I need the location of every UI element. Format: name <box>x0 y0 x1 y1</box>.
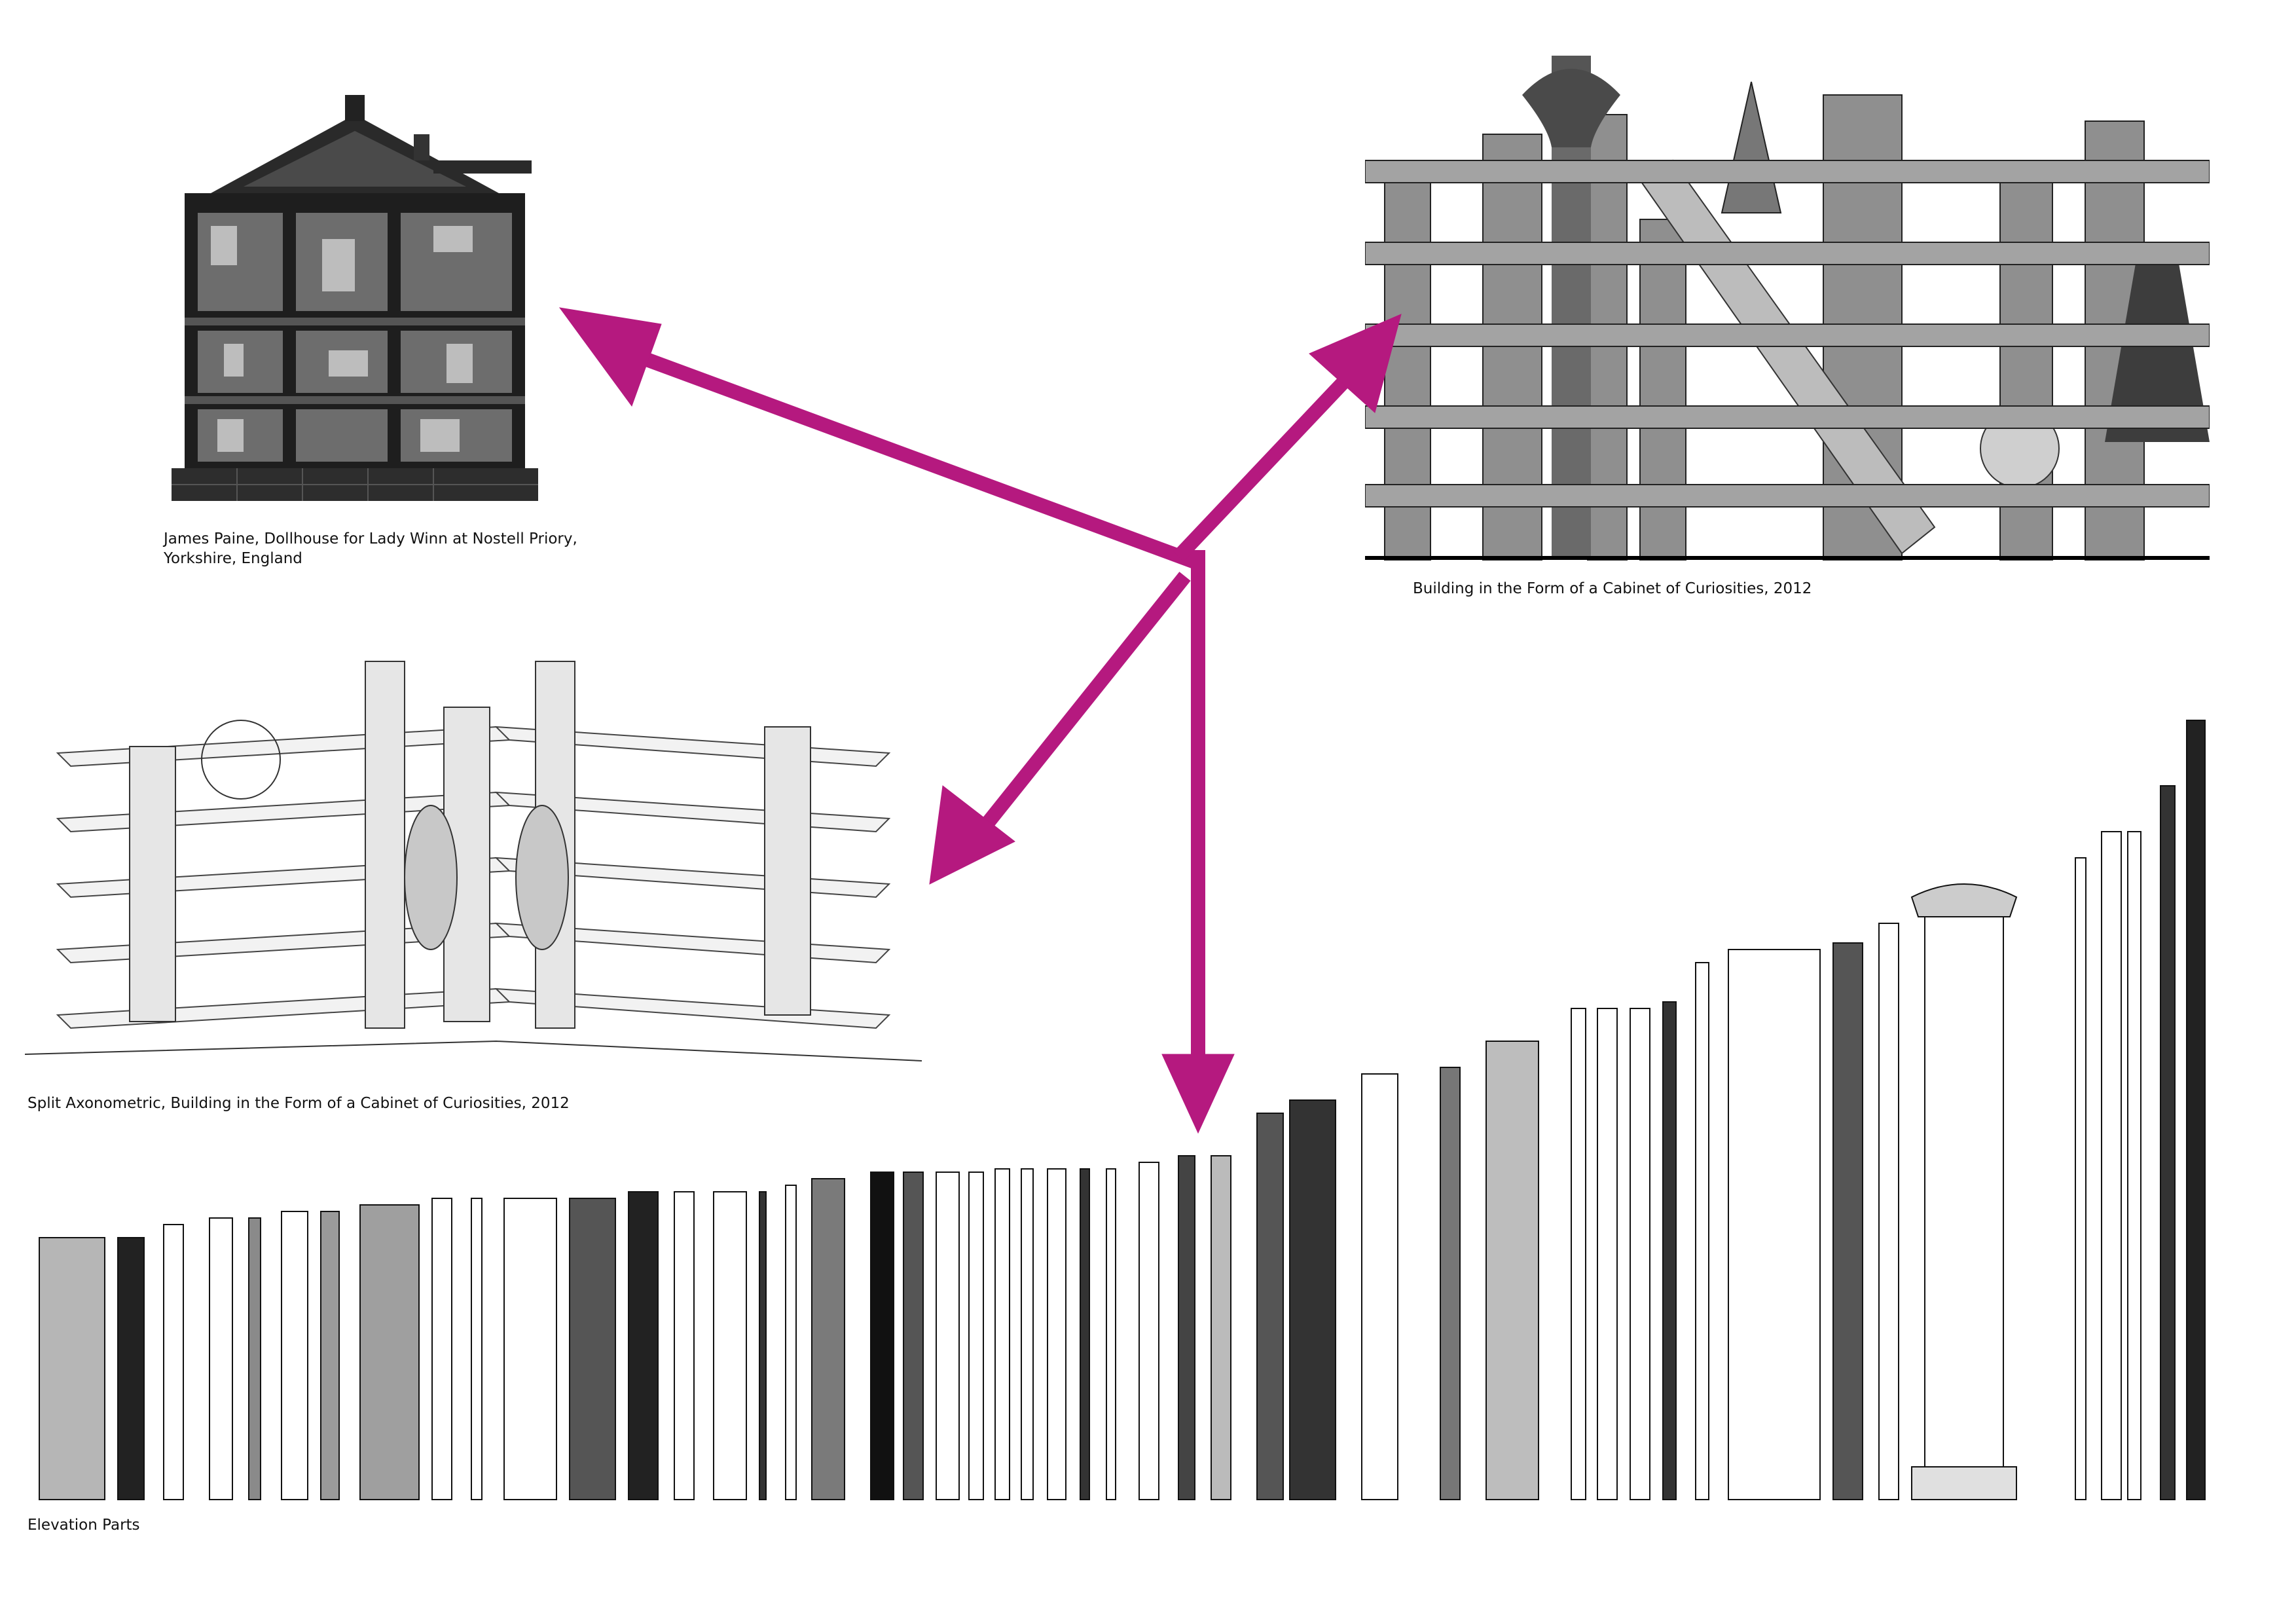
elevation-parts-image <box>26 701 2219 1513</box>
dollhouse-image <box>172 95 538 501</box>
axonometric-image <box>25 648 922 1080</box>
axonometric-drawing <box>25 661 922 1061</box>
dollhouse-drawing <box>172 95 538 501</box>
cabinet-caption: Building in the Form of a Cabinet of Cur… <box>1413 580 1812 597</box>
dollhouse-caption: James Paine, Dollhouse for Lady Winn at … <box>164 530 577 567</box>
elevation-parts-caption: Elevation Parts <box>27 1517 140 1534</box>
cabinet-elevation-image <box>1365 56 2210 570</box>
cabinet-elevation-drawing <box>1365 56 2210 561</box>
axonometric-caption: Split Axonometric, Building in the Form … <box>27 1095 570 1112</box>
arrow-shaft-to-cabinet <box>1173 368 1357 562</box>
arrow-head-icon <box>558 307 662 407</box>
arrow-shaft-to-dollhouse <box>619 343 1201 570</box>
elevation-parts-drawing <box>39 720 2206 1500</box>
